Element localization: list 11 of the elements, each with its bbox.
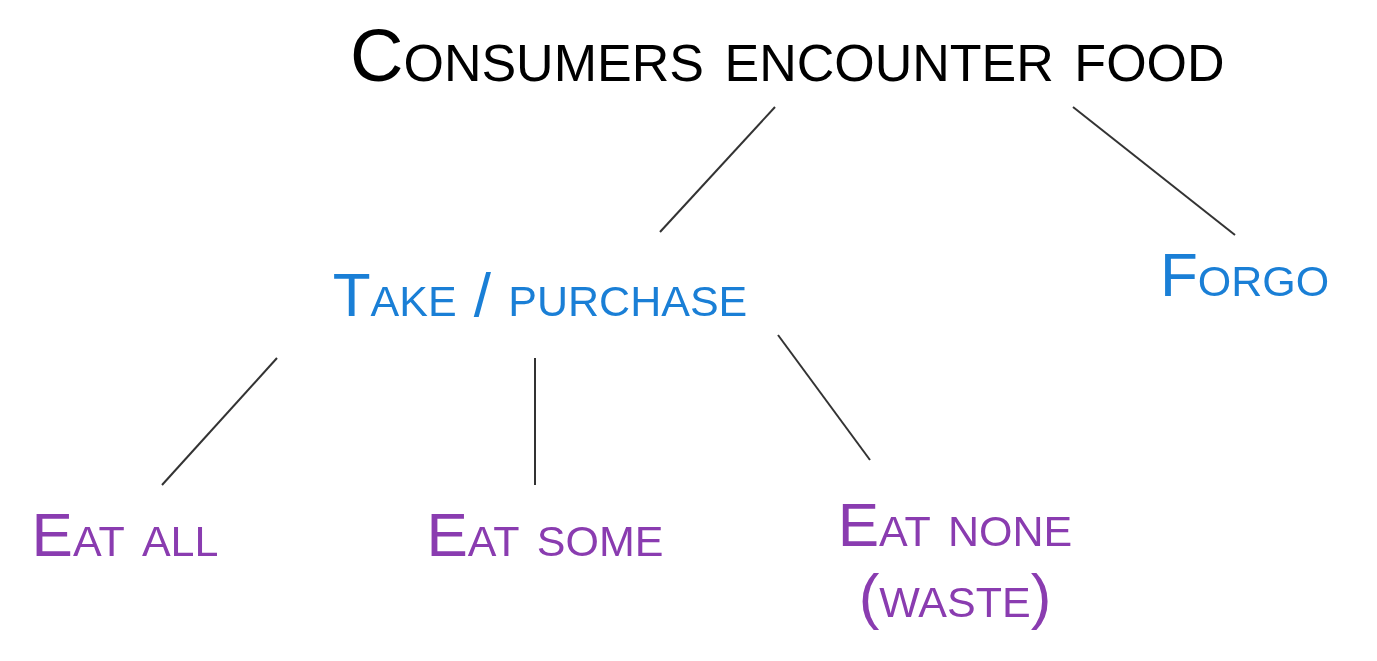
option-text: Forgo: [1160, 239, 1330, 311]
connector-line: [534, 357, 536, 486]
heading-text: Consumers encounter food: [350, 13, 1225, 99]
option-text: Eat some: [426, 499, 664, 571]
option-text: Eat all: [31, 499, 219, 571]
connector-line: [1072, 106, 1236, 236]
connector-line: [161, 357, 278, 486]
option-text: Eat none (waste): [836, 488, 1074, 632]
connector-line: [777, 334, 871, 461]
connector-line: [659, 106, 776, 233]
option-text: Take / purchase: [332, 259, 748, 331]
